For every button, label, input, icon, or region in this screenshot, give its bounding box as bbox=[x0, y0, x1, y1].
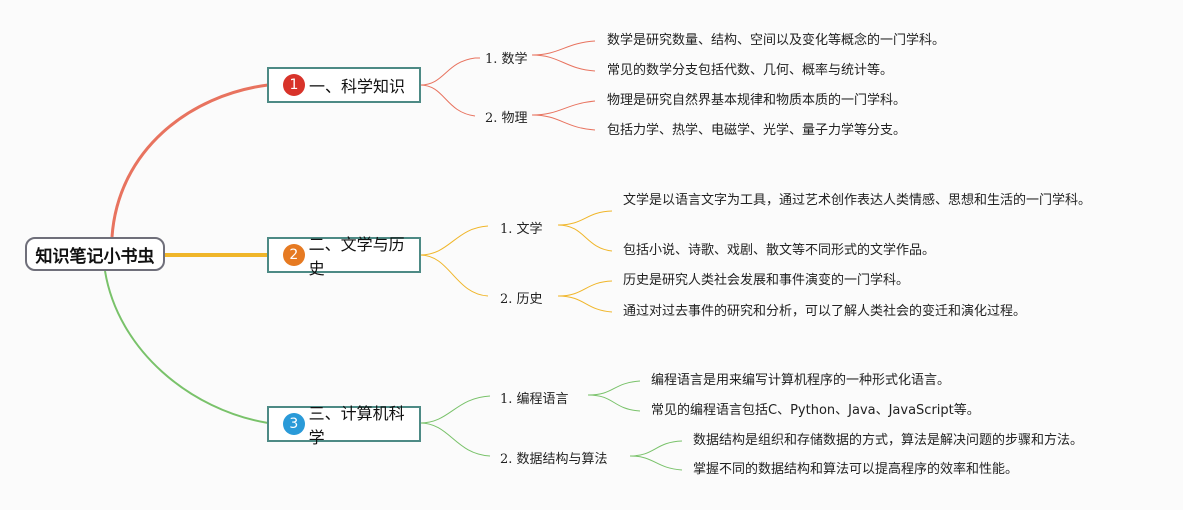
topic-programming-languages[interactable]: 1. 编程语言 bbox=[500, 392, 569, 407]
detail-text: 物理是研究自然界基本规律和物质本质的一门学科。 bbox=[607, 93, 907, 108]
detail-text: 常见的编程语言包括C、Python、Java、JavaScript等。 bbox=[651, 403, 980, 418]
branch-2-lines bbox=[419, 210, 613, 313]
topic-history[interactable]: 2. 历史 bbox=[500, 292, 543, 307]
branch-label: 一、科学知识 bbox=[309, 77, 406, 96]
branch-node-computer-science[interactable]: 3 三、计算机科学 bbox=[267, 404, 421, 447]
detail-text: 通过对过去事件的研究和分析，可以了解人类社会的变迁和演化过程。 bbox=[623, 304, 1027, 319]
detail-text: 掌握不同的数据结构和算法可以提高程序的效率和性能。 bbox=[693, 462, 1019, 477]
topic-data-structures-algorithms[interactable]: 2. 数据结构与算法 bbox=[500, 452, 608, 467]
branch-1-lines bbox=[419, 40, 596, 131]
detail-text: 数据结构是组织和存储数据的方式，算法是解决问题的步骤和方法。 bbox=[693, 433, 1084, 448]
detail-text: 编程语言是用来编写计算机程序的一种形式化语言。 bbox=[651, 373, 951, 388]
root-node[interactable]: 知识笔记小书虫 bbox=[25, 237, 165, 271]
root-label: 知识笔记小书虫 bbox=[35, 246, 155, 267]
detail-text: 包括小说、诗歌、戏剧、散文等不同形式的文学作品。 bbox=[623, 243, 936, 258]
detail-text: 历史是研究人类社会发展和事件演变的一门学科。 bbox=[623, 273, 910, 288]
branch-node-science[interactable]: 1 一、科学知识 bbox=[267, 67, 421, 103]
detail-text: 包括力学、热学、电磁学、光学、量子力学等分支。 bbox=[607, 123, 907, 138]
topic-math[interactable]: 1. 数学 bbox=[485, 52, 528, 67]
topic-literature[interactable]: 1. 文学 bbox=[500, 222, 543, 237]
branch-node-literature-history[interactable]: 2 二、文学与历史 bbox=[267, 235, 421, 278]
number-badge-icon: 1 bbox=[283, 74, 305, 96]
number-badge-icon: 2 bbox=[283, 244, 305, 266]
topic-physics[interactable]: 2. 物理 bbox=[485, 111, 528, 126]
detail-text: 常见的数学分支包括代数、几何、概率与统计等。 bbox=[607, 63, 894, 78]
detail-text: 数学是研究数量、结构、空间以及变化等概念的一门学科。 bbox=[607, 33, 946, 48]
number-badge-icon: 3 bbox=[283, 413, 305, 435]
detail-text: 文学是以语言文字为工具，通过艺术创作表达人类情感、思想和生活的一门学科。 bbox=[623, 193, 1092, 208]
branch-label: 二、文学与历史 bbox=[308, 235, 405, 278]
root-to-branch-1-line bbox=[110, 83, 269, 238]
branch-label: 三、计算机科学 bbox=[308, 404, 405, 447]
root-to-branch-3-line bbox=[104, 270, 269, 424]
branch-3-lines bbox=[419, 380, 683, 471]
